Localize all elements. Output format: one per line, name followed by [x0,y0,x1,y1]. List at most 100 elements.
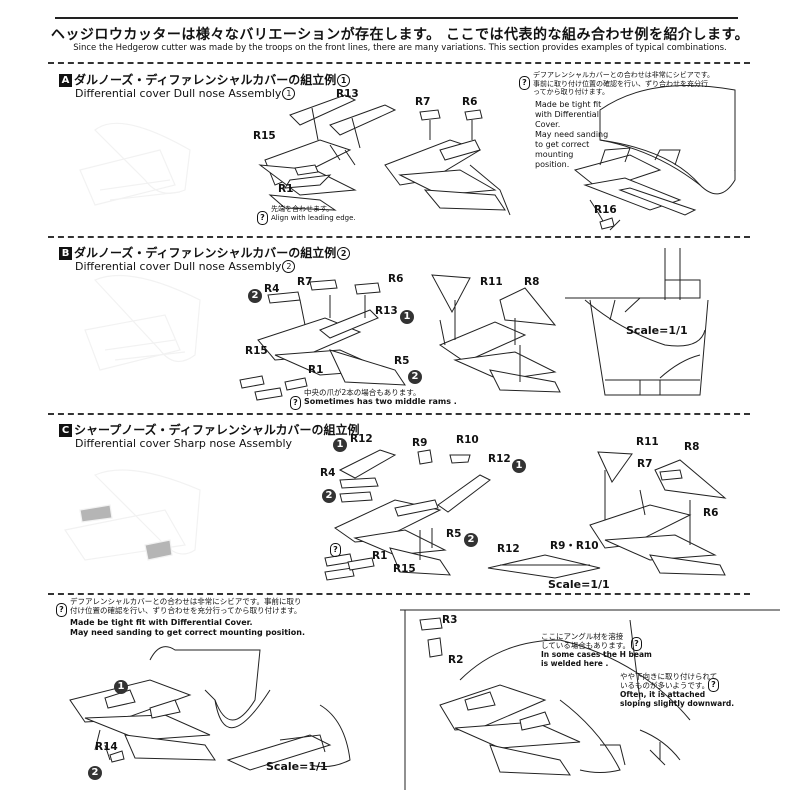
section-a-title-jp: ダルノーズ・ディファレンシャルカバーの組立例 [74,73,337,87]
section-c-subtitle: Differential cover Sharp nose Assembly [75,437,293,450]
align-note-jp: 先端を合わせます。 [271,205,334,213]
hbeam-hint-icon: ? [631,631,642,651]
header-title-en: Since the Hedgerow cutter was made by th… [73,43,727,53]
align-note: 先端を合わせます。Align with leading edge. [271,205,356,222]
step-number: 1 [333,438,347,452]
part-label: R4 [320,467,336,479]
fit-note-en-line: with Differential [535,110,599,119]
fit-note-en-line: position. [535,160,570,169]
photo-a-art [79,122,191,206]
part-label: R10 [456,434,479,446]
step-badge: 2 [322,483,336,503]
section-b-parts-art [239,274,561,401]
d-fit-note-en: Made be tight fit with Differential Cove… [70,618,305,638]
fit-note-en-line: mounting [535,150,574,159]
part-label: R5 [394,355,410,367]
fit-note-en-line: to get correct [535,140,590,149]
scale-label: Scale=1/1 [266,760,328,773]
photo-b-art [84,274,201,371]
part-label: R5 [446,528,462,540]
part-label: R8 [684,441,700,453]
section-a-parts-art [258,94,511,216]
part-label: R8 [524,276,540,288]
section-b-number: 2 [337,247,351,260]
part-label: R14 [95,741,118,753]
divider-cd [48,593,750,595]
hbeam-note-line: している場合もあります。 [541,641,631,650]
section-a-title-en: Differential cover Dull nose Assembly [75,87,282,100]
rams-note: 中央の爪が2本の場合もあります。Sometimes has two middle… [304,388,457,406]
section-a-letter: A [59,74,72,87]
step-number: 1 [400,310,414,324]
divider-top [48,62,750,64]
d-hint-icon: ? [56,597,67,617]
rams-hint-icon: ? [290,390,301,410]
part-label: R15 [245,345,268,357]
part-label: R6 [703,507,719,519]
part-label: R12 [350,433,373,445]
caution-icon: ? [519,76,530,90]
step-badge: 2 [464,527,478,547]
divider-bc [48,413,750,415]
hbeam-note-line: In some cases the H beam [541,650,652,659]
fit-note-en-line: Made be tight fit [535,100,602,109]
caution-icon: ? [631,637,642,651]
hbeam-note-line: is welded here . [541,659,609,668]
c-hint-icon: ? [330,537,341,557]
part-label: R7 [297,276,313,288]
step-badge: 1 [512,453,526,473]
section-a-number: 1 [337,74,351,87]
section-b-scale-art [565,248,709,396]
part-label: R1 [278,183,294,195]
part-label: R11 [636,436,659,448]
part-label: R15 [253,130,276,142]
fit-note-en: Made be tight fit with Differential Cove… [535,100,608,170]
rams-note-en: Sometimes has two middle rams . [304,396,457,406]
part-label: R13 [375,305,398,317]
section-c-parts-art [324,449,727,581]
part-label: R1 [372,550,388,562]
step-badge: 1 [333,432,347,452]
section-b-letter: B [59,247,72,260]
caution-icon: ? [257,211,268,225]
header-title-jp: ヘッジロウカッターは様々なバリエーションが存在します。 ここでは代表的な組み合わ… [50,27,750,43]
d-fit-note-jp-line: デフアレンシャルカバーとの合わせは非常にシビアです。事前に取り [70,597,302,606]
d-fit-note-jp-line: 付け位置の確認を行い、ずり合わせを充分行ってから取り付けます。 [70,606,302,615]
step-badge: 2 [88,760,102,780]
step-number: 1 [512,459,526,473]
slope-note-line: いるものが多いようです。 [620,681,710,690]
hint-icon: ? [257,205,268,225]
slope-note-line: sloping slightly downward. [620,699,735,708]
slope-note-line: やや下向きに取り付けられて [620,672,718,681]
scale-label: Scale=1/1 [626,324,688,337]
d-fit-note-en-line: Made be tight fit with Differential Cove… [70,618,253,627]
fit-note-jp-line: 事前に取り付け位置の確認を行い、ずり合わせを充分行 [533,79,708,88]
d-fit-note-jp: デフアレンシャルカバーとの合わせは非常にシビアです。事前に取り 付け位置の確認を… [70,597,301,615]
fit-note-jp-line: ってから取り付けます。 [533,88,609,96]
step-badge: 1 [400,304,414,324]
section-b-number-en: 2 [282,260,296,273]
align-note-en: Align with leading edge. [271,213,356,222]
part-label: R16 [594,204,617,216]
fit-note-en-line: Cover. [535,120,561,129]
step-badge: 1 [114,674,128,694]
part-label: R3 [442,614,458,626]
section-a-number-en: 1 [282,87,296,100]
slope-hint-icon: ? [708,672,719,692]
part-label: R9 [412,437,428,449]
section-b-title-jp: ダルノーズ・ディファレンシャルカバーの組立例 [74,246,337,260]
step-number: 2 [322,489,336,503]
section-c-letter: C [59,424,72,437]
part-label: R13 [336,88,359,100]
hbeam-note: ここにアングル材を溶接 している場合もあります。 In some cases t… [541,632,652,668]
section-d-left-art [69,646,351,771]
scale-label: Scale=1/1 [548,578,610,591]
hbeam-note-line: ここにアングル材を溶接 [541,632,624,641]
part-label: R1 [308,364,324,376]
divider-ab [48,236,750,238]
